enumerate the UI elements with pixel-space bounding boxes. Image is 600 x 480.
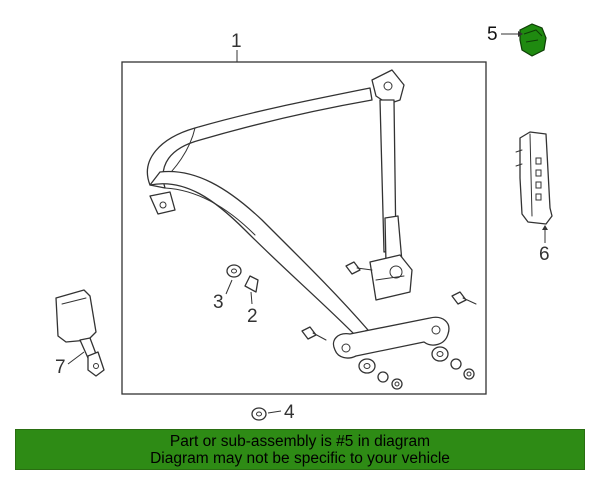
belt-retractor (369, 69, 413, 301)
callout-2-leader (250, 291, 253, 305)
callout-1[interactable]: 1 (231, 31, 242, 52)
part-6-height-adjuster (515, 131, 553, 225)
notice-banner: Part or sub-assembly is #5 in diagram Di… (15, 429, 585, 470)
notice-line-2: Diagram may not be specific to your vehi… (150, 449, 450, 467)
callout-7-leader (67, 351, 85, 365)
assembly-frame (121, 61, 487, 395)
callout-5-arrowhead (518, 31, 523, 37)
callout-5[interactable]: 5 (487, 24, 498, 45)
callout-4[interactable]: 4 (284, 402, 295, 423)
callout-7[interactable]: 7 (55, 357, 66, 378)
notice-line-1: Part or sub-assembly is #5 in diagram (169, 432, 431, 450)
callout-6-arrowhead (542, 225, 548, 230)
callout-2[interactable]: 2 (247, 306, 258, 327)
hardware-bolts (301, 261, 477, 390)
lower-anchor-bar (332, 316, 450, 359)
part-5-clip[interactable] (519, 23, 547, 57)
part-7-buckle (55, 289, 105, 377)
callout-6[interactable]: 6 (539, 244, 550, 265)
callout-4-leader (267, 410, 282, 414)
part-2-cap (244, 275, 259, 293)
callout-3[interactable]: 3 (213, 292, 224, 313)
part-4-washer (251, 407, 267, 421)
callout-3-leader (225, 279, 233, 295)
part-3-nut (226, 264, 242, 278)
seat-belt-webbing (146, 87, 373, 336)
